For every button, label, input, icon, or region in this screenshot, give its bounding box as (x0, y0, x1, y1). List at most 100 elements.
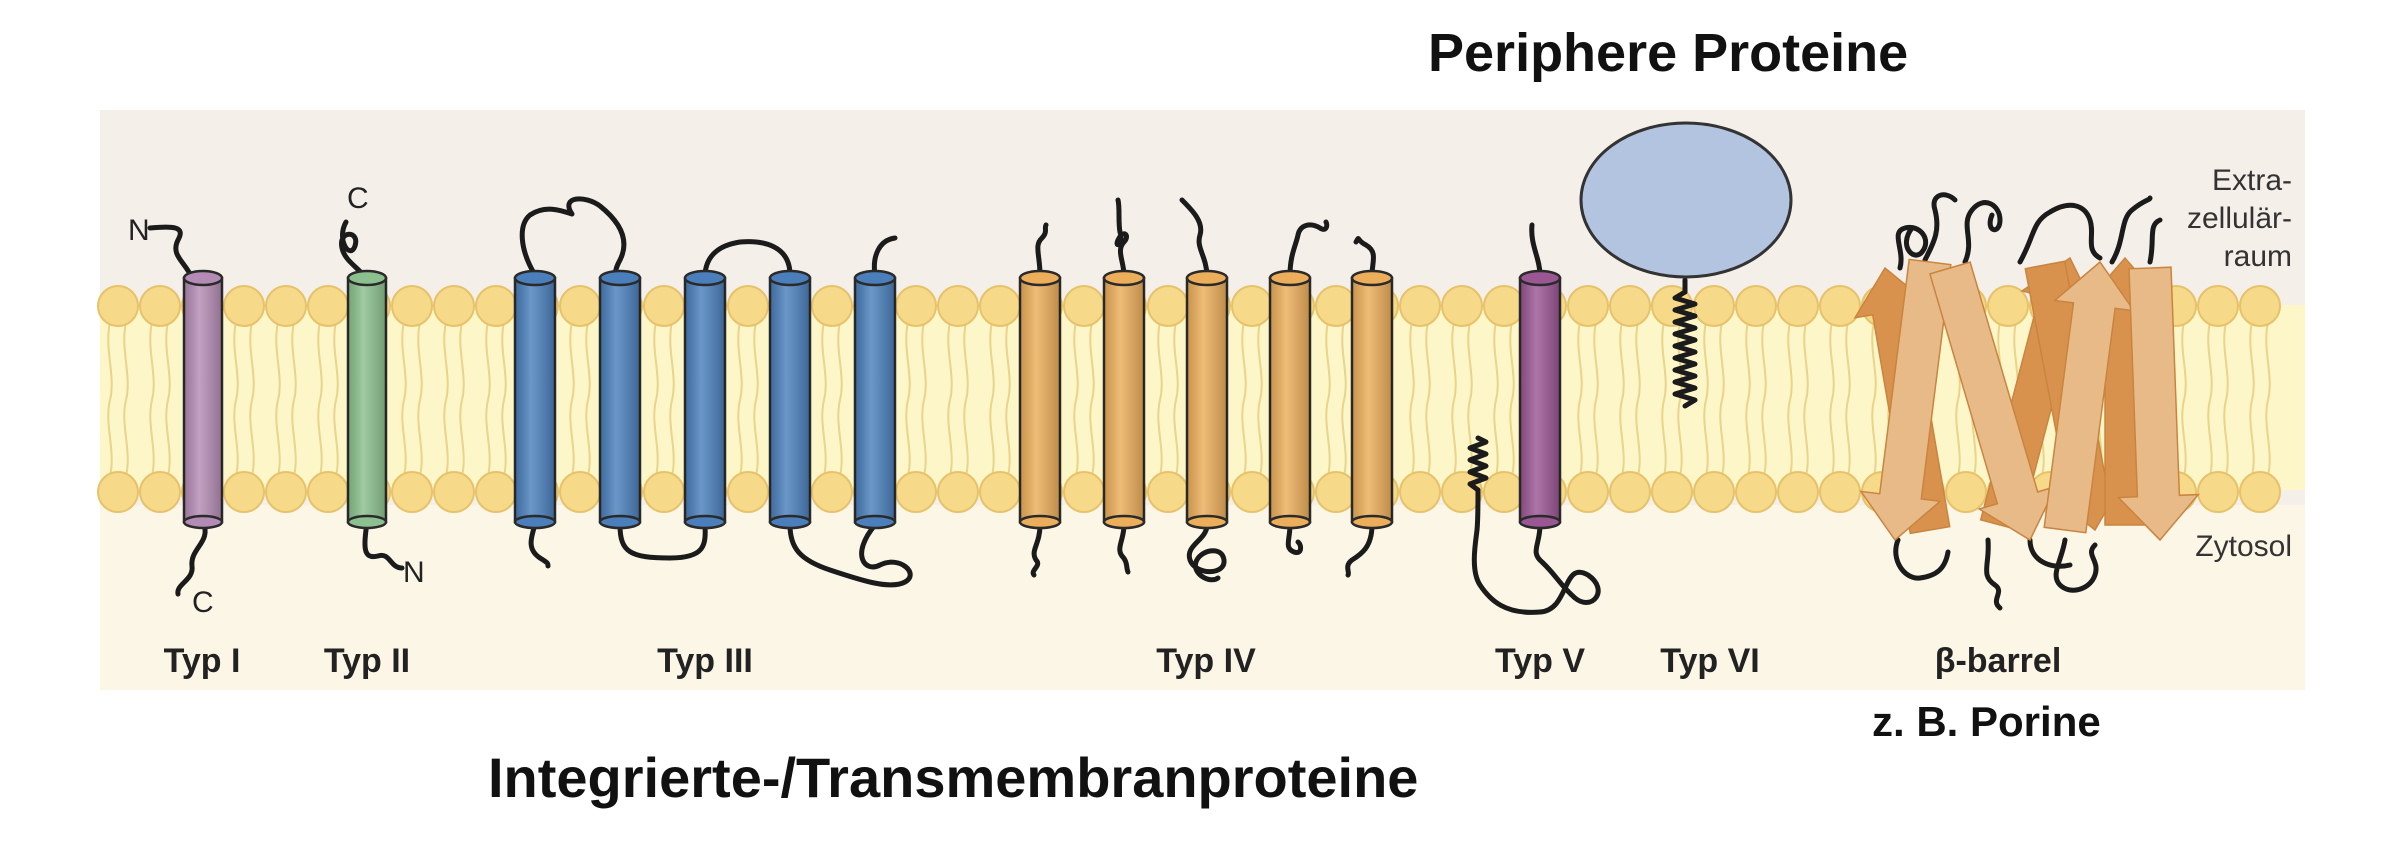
lipid-head (139, 285, 181, 327)
type4-helix-5 (1350, 269, 1394, 530)
lipid-tail (1073, 399, 1079, 477)
type3-label: Typ III (657, 642, 753, 680)
lipid-tail (1803, 321, 1809, 401)
lipid-tail (165, 399, 171, 477)
type1-n-terminus-chain (147, 224, 196, 283)
lipid-tail (107, 399, 113, 477)
type3-helix-5-shade (855, 278, 895, 522)
lipid-head (1147, 285, 1189, 327)
lipid-head (1819, 285, 1861, 327)
type1-label: Typ I (164, 642, 241, 680)
type1-helix (182, 269, 224, 530)
type3-helix-1-shade (515, 278, 555, 522)
type3-helix-3 (683, 269, 727, 530)
type4-helix-1-shade (1020, 278, 1060, 522)
lipid-head (1147, 471, 1189, 513)
type4-chain-5-top (1353, 236, 1376, 278)
type4-helix-5-top-cap (1350, 269, 1394, 287)
lipid-tail (1955, 399, 1961, 477)
type4-helix-2-bottom-cap (1102, 514, 1146, 530)
lipid-tail (1157, 321, 1163, 401)
type4-helix-3-top-cap (1185, 269, 1229, 287)
lipid-tail (1593, 321, 1599, 401)
lipid-head (1399, 285, 1441, 327)
lipid-tail (1409, 399, 1415, 477)
type3-helix-1-bottom-cap (513, 514, 557, 530)
lipid-tail (905, 321, 911, 401)
lipid-head (1399, 471, 1441, 513)
lipid-tail (249, 321, 255, 401)
type4-helix-3 (1185, 269, 1229, 530)
lipid-head (1315, 471, 1357, 513)
lipid-tail (1593, 399, 1599, 477)
lipid-tail (989, 321, 995, 401)
lipid-head (139, 471, 181, 513)
lipid-head (1063, 285, 1105, 327)
type3-helix-1 (513, 269, 557, 530)
type3-loop-3 (528, 522, 551, 569)
lipid-head (1315, 285, 1357, 327)
type3-helix-5 (853, 269, 897, 530)
lipid-tail (1845, 399, 1851, 477)
lipid-tail (165, 321, 171, 401)
lipid-tail (443, 321, 449, 401)
barrel-strand-6 (1928, 261, 2058, 542)
lipid-tail (963, 321, 969, 401)
type4-helix-2-top-cap (1102, 269, 1146, 287)
lipid-head (811, 471, 853, 513)
lipid-tail (401, 321, 407, 401)
lipid-head (97, 285, 139, 327)
type5-helix-shade (1520, 278, 1560, 522)
lipid-head (559, 471, 601, 513)
type4-helix-5-shade (1352, 278, 1392, 522)
lipid-tail (669, 321, 675, 401)
lipid-tail (1005, 399, 1011, 477)
lipid-tail (1577, 321, 1583, 401)
lipid-head (937, 471, 979, 513)
beta-barrel-porin (1853, 256, 2200, 542)
lipid-head (895, 285, 937, 327)
type3-loop-bottom-2 (787, 522, 913, 588)
type4-chain-5-bottom (1345, 522, 1375, 578)
lipid-tail (1241, 399, 1247, 477)
type3-helix-3-top-cap (683, 269, 727, 287)
lipid-tail (905, 399, 911, 477)
type5-helix (1518, 269, 1562, 530)
lipid-tail (1325, 321, 1331, 401)
extracellular-label-line-1: Extra- (2212, 164, 2292, 197)
type3-helix-5-top-cap (853, 269, 897, 287)
type3-n-terminus-chain (519, 196, 627, 280)
lipid-head (1231, 285, 1273, 327)
lipid-tail (1341, 399, 1347, 477)
lipid-tail (1409, 321, 1415, 401)
type6-globular-domain (1579, 121, 1793, 279)
type4-chain-1-bottom (1030, 522, 1043, 578)
lipid-tail (737, 399, 743, 477)
lipid-head (97, 471, 139, 513)
lipid-tail (1257, 321, 1263, 401)
lipid-tail (1341, 321, 1347, 401)
lipid-head (1693, 285, 1735, 327)
lipid-tail (837, 321, 843, 401)
type5-lipid-anchor (1467, 435, 1489, 493)
lipid-tail (1509, 399, 1515, 477)
lipid-tail (333, 321, 339, 401)
type3-helix-1-top-cap (513, 269, 557, 287)
lipid-tail (947, 321, 953, 401)
lipid-tail (1845, 321, 1851, 401)
lipid-tail (1173, 399, 1179, 477)
lipid-tail (123, 321, 129, 401)
type4-helix-4-top-cap (1268, 269, 1312, 287)
lipid-tail (1619, 321, 1625, 401)
lipid-tail (1089, 321, 1095, 401)
type4-chain-1-top (1035, 222, 1049, 278)
type3-helix-4-top-cap (768, 269, 812, 287)
lipid-tail (1635, 399, 1641, 477)
lipid-head (1063, 471, 1105, 513)
lipid-tail (107, 321, 113, 401)
type2-c-terminus-chain (339, 219, 370, 283)
type6-label: Typ VI (1660, 642, 1760, 680)
type3-helix-2 (598, 269, 642, 530)
lipid-tail (1745, 321, 1751, 401)
lipid-tail (2249, 321, 2255, 401)
